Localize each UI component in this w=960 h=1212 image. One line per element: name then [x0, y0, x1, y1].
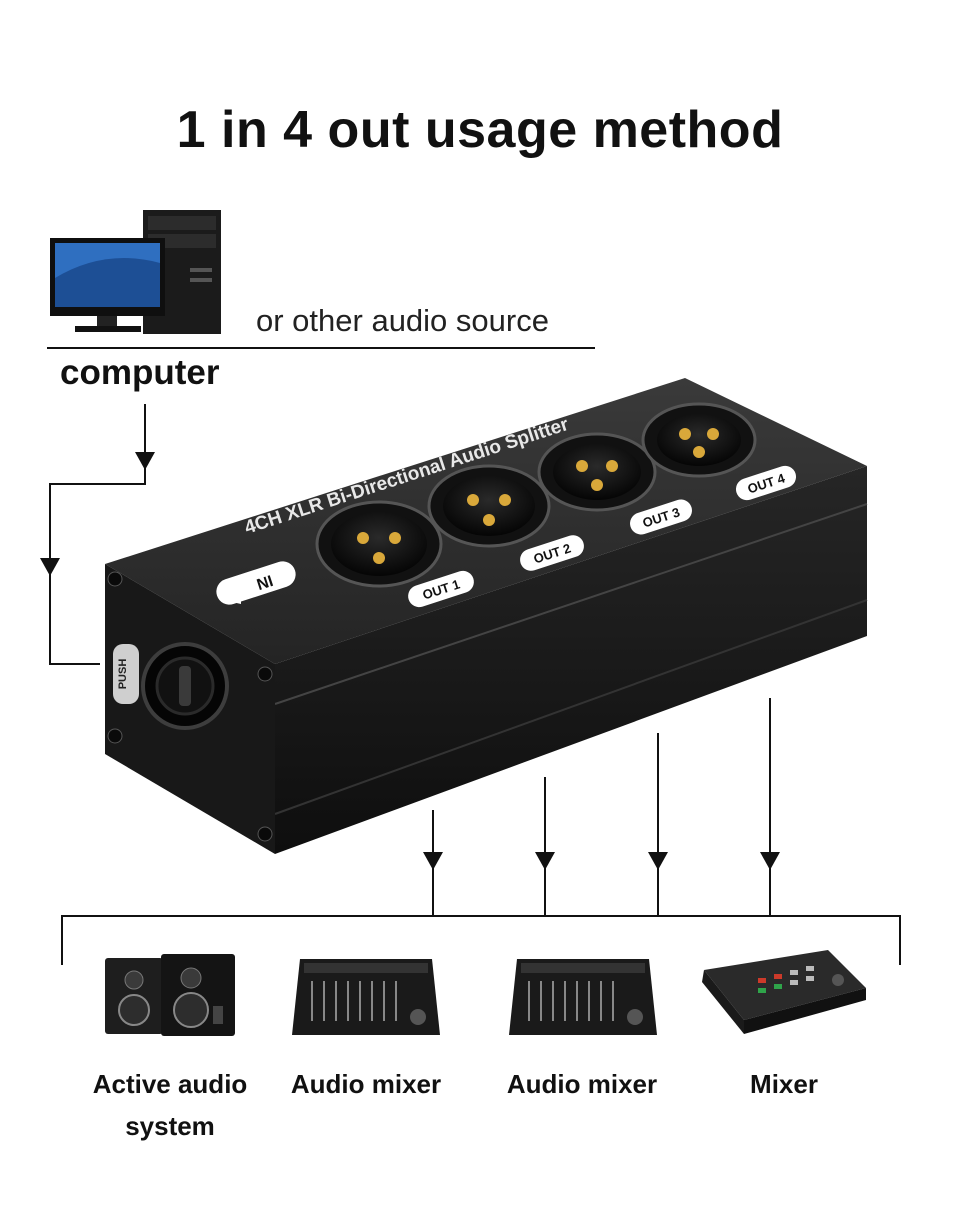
- destination-label-3: Audio mixer: [506, 1069, 658, 1099]
- video-mixer-icon: [702, 950, 866, 1034]
- arrow-down-icon: [760, 852, 780, 870]
- source-note: or other audio source: [256, 303, 549, 338]
- xlr-out-2-connector: [427, 464, 551, 548]
- desktop-computer-icon: [50, 210, 221, 334]
- page-title: 1 in 4 out usage method: [176, 101, 784, 159]
- arrow-down-icon: [135, 452, 155, 470]
- arrow-down-icon: [648, 852, 668, 870]
- arrow-down-icon: [423, 852, 443, 870]
- arrow-down-icon: [535, 852, 555, 870]
- audio-splitter-device: PUSH 4CH XLR Bi-Directional Audio Splitt…: [105, 378, 868, 854]
- destination-label-1: Active audio system: [92, 1069, 248, 1141]
- destination-label-2: Audio mixer: [290, 1069, 442, 1099]
- arrow-down-icon: [40, 558, 60, 576]
- studio-monitor-speakers-icon: [105, 954, 235, 1036]
- input-label: IN: [254, 571, 274, 592]
- push-label: PUSH: [117, 659, 129, 690]
- source-label: computer: [60, 353, 220, 392]
- audio-mixer-icon: [509, 959, 657, 1035]
- destination-label-4: Mixer: [750, 1069, 818, 1099]
- audio-mixer-icon: [292, 959, 440, 1035]
- xlr-out-1-connector: [315, 500, 443, 588]
- xlr-out-4-connector: [641, 402, 757, 478]
- xlr-out-3-connector: [537, 432, 657, 512]
